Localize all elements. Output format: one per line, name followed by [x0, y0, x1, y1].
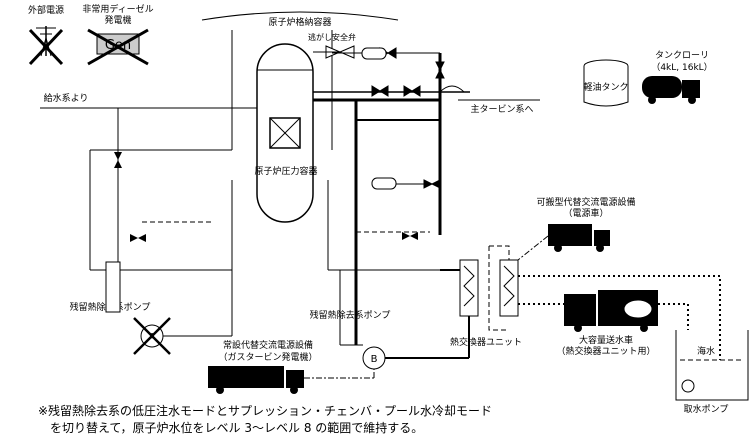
rhr-pump-a-icon: A	[133, 317, 171, 355]
permanent-power-label: 常設代替交流電源設備	[223, 339, 313, 351]
note-line-2: を切り替えて，原子炉水位をレベル 3～レベル 8 の範囲で維持する。	[50, 421, 424, 435]
tank-lorry-icon	[642, 76, 700, 104]
main-steam-line	[313, 85, 470, 102]
emergency-dg-icon: Gen	[87, 28, 149, 66]
intake-pump-icon	[681, 379, 695, 393]
fuel-tank-icon	[583, 59, 629, 107]
fuel-tank-label: 軽油タンク	[583, 81, 628, 93]
large-pump-sub-label: （熱交換器ユニット用）	[556, 345, 655, 357]
containment-label: 原子炉格納容器	[268, 16, 331, 28]
rhr-pump-b-label: 残留熱除去系ポンプ	[310, 309, 391, 321]
gas-turbine-truck-icon	[208, 366, 304, 394]
emergency-dg-label: 非常用ディーゼル	[82, 3, 153, 15]
tank-lorry-label: タンクローリ	[655, 50, 709, 61]
offsite-power-icon	[28, 26, 64, 66]
hx-unit-label: 熱交換器ユニット	[450, 336, 522, 348]
strainer-left	[105, 261, 121, 313]
rhr-pump-b-icon: B	[362, 346, 386, 370]
mobile-power-label: 可搬型代替交流電源設備	[536, 196, 635, 208]
heat-exchanger-main	[459, 259, 479, 317]
note-line-1: ※残留熱除去系の低圧注水モードとサプレッション・チェンバ・プール水冷却モード	[38, 404, 493, 418]
large-pump-truck-icon	[564, 290, 658, 332]
large-pump-label: 大容量送水車	[579, 334, 633, 346]
valve-left	[114, 152, 418, 242]
main-turbine-label: 主タービン系へ	[470, 103, 533, 115]
intake-pump-label: 取水ポンプ	[684, 403, 729, 415]
reactor-label: 原子炉圧力容器	[254, 165, 317, 177]
srv-label: 逃がし安全弁	[308, 32, 356, 42]
seawater-basin	[675, 330, 749, 401]
mobile-power-sub-label: （電源車）	[563, 207, 608, 219]
emergency-dg-label-2: 発電機	[104, 14, 131, 26]
srv-valve-icon	[313, 45, 355, 59]
seawater-label: 海水	[697, 345, 715, 357]
permanent-power-sub-label: （ガスタービン発電機）	[218, 351, 317, 363]
reactor-vessel	[256, 43, 314, 223]
pump-b-letter: B	[371, 354, 378, 365]
feedwater-label: 給水系より	[44, 92, 89, 104]
offsite-power-label: 外部電源	[28, 4, 64, 16]
mobile-power-truck-icon	[548, 224, 610, 252]
tank-lorry-sub-label: （4kL, 16kL）	[651, 62, 712, 73]
heat-exchanger-unit	[499, 259, 519, 317]
